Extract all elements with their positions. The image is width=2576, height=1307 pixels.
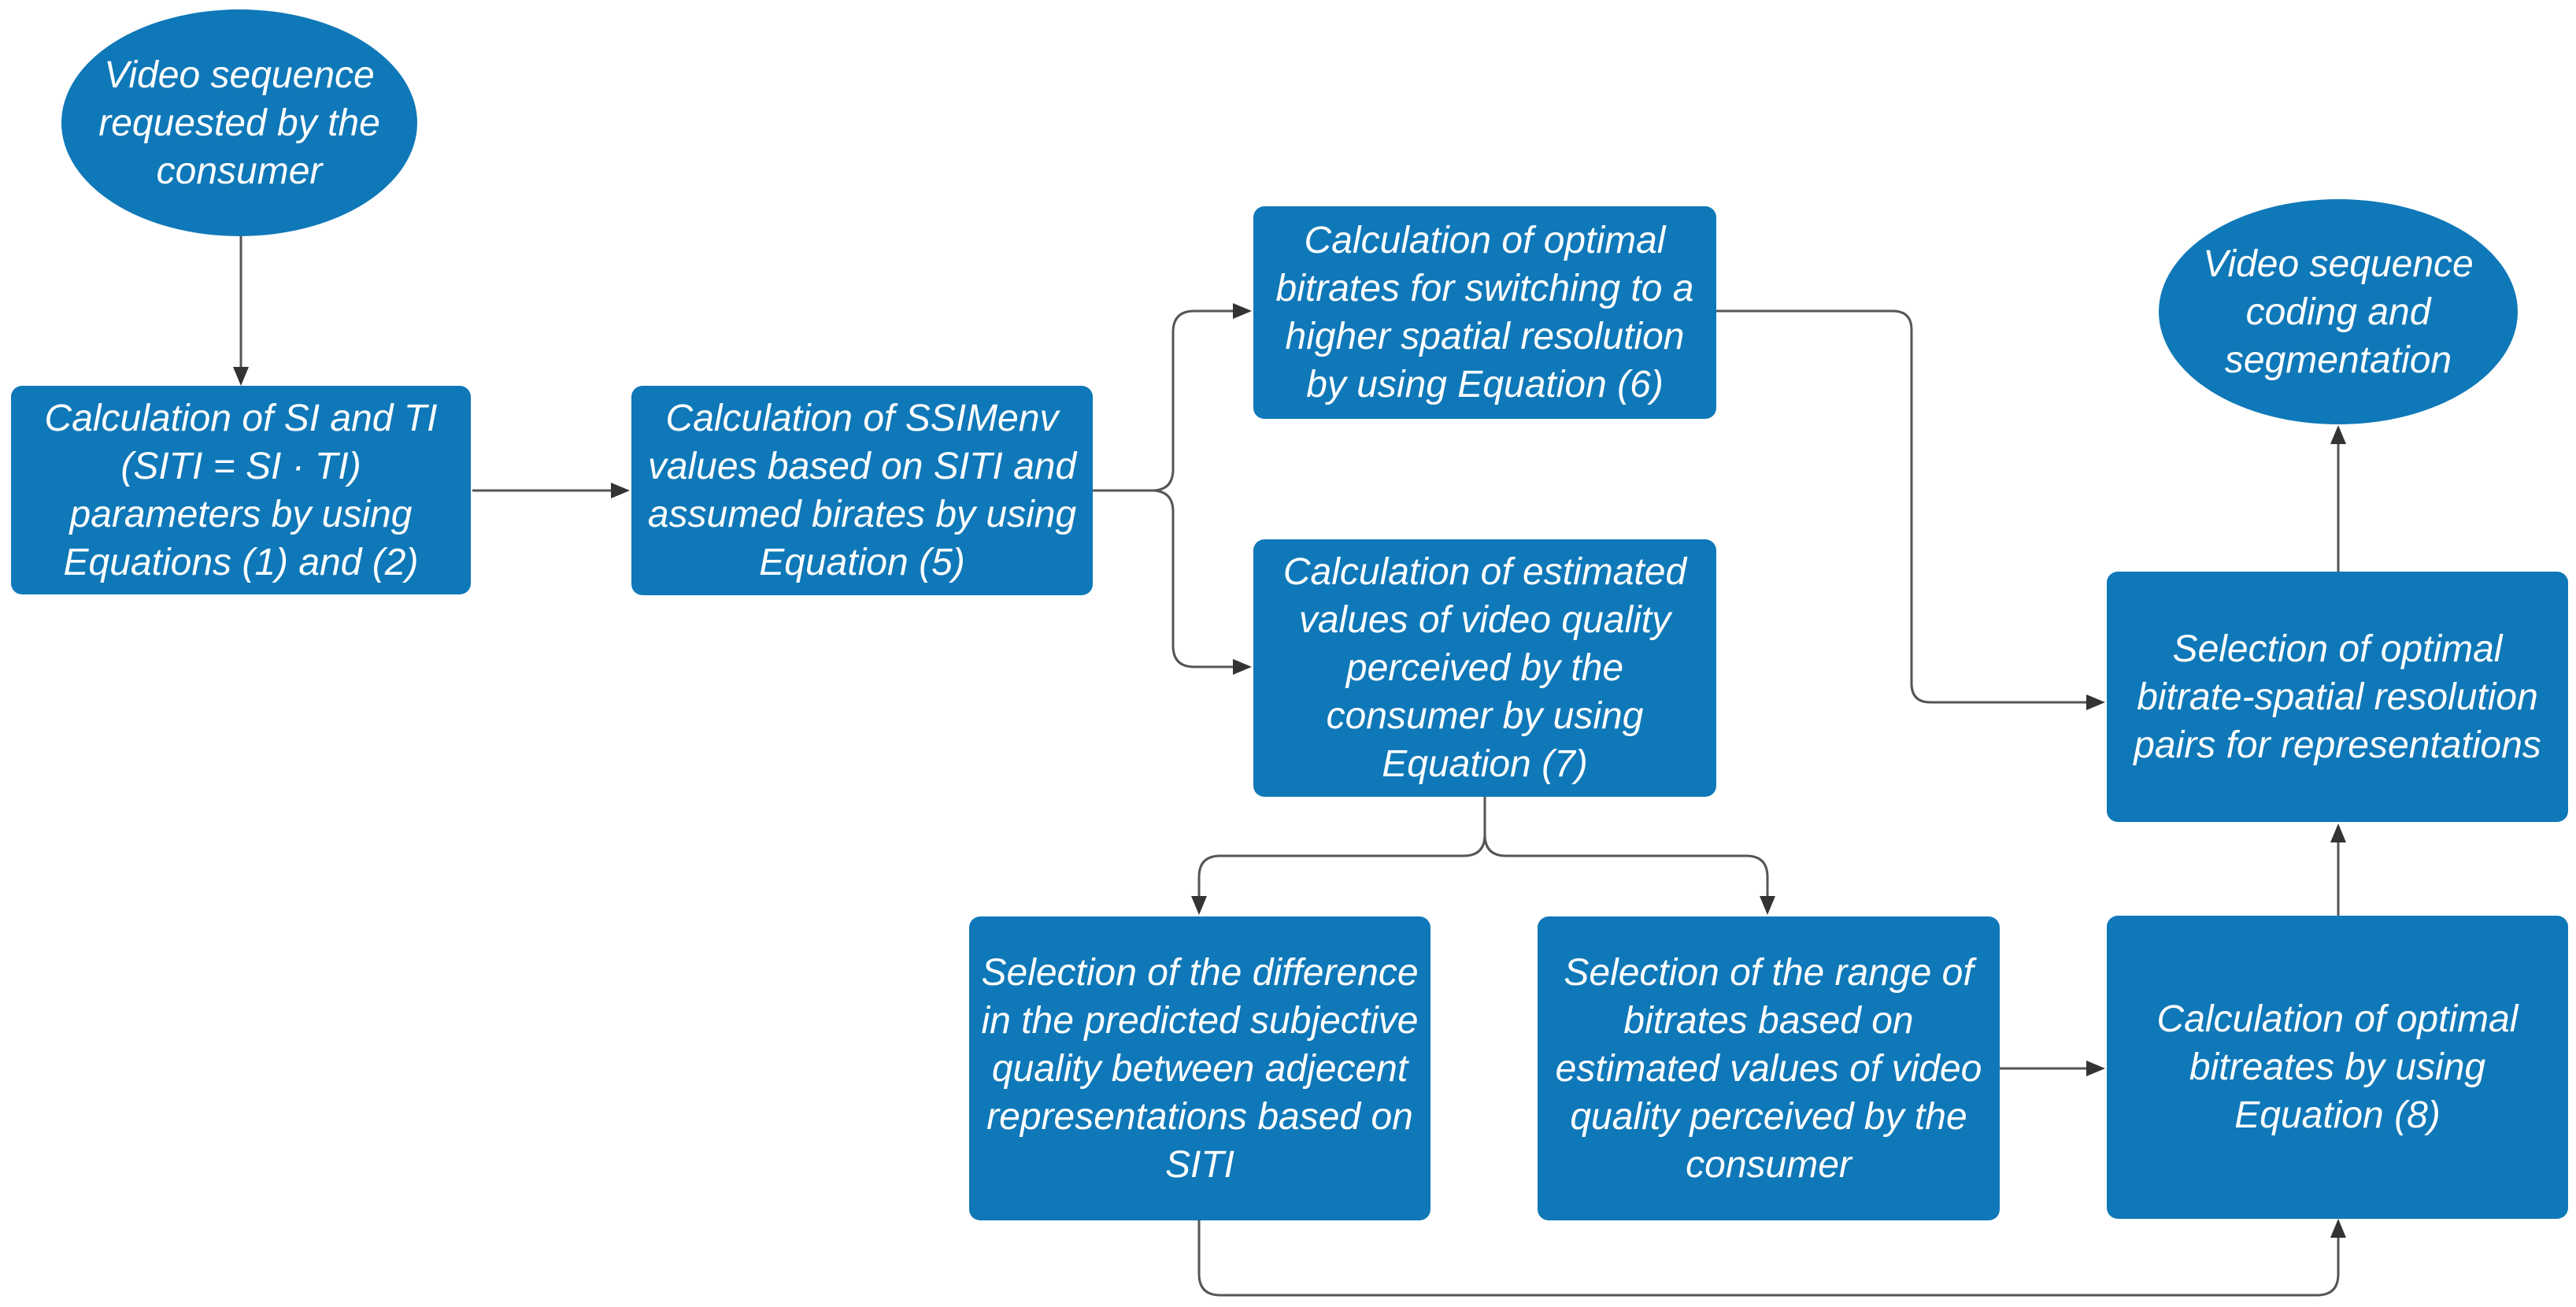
connector-ssimenv-to-estimated-quality (1151, 489, 1234, 668)
node-end-text: Video sequence coding and segmentation (2203, 243, 2474, 381)
node-start-text: Video sequence requested by the consumer (98, 54, 380, 192)
node-pairs: Selection of optimal bitrate-spatial res… (2107, 572, 2568, 822)
node-estimated-quality-text: Calculation of estimated values of video… (1282, 551, 1687, 785)
node-ssimenv-text: Calculation of SSIMenv values based on S… (647, 398, 1077, 583)
connector-estimated-quality-to-range (1483, 834, 1769, 898)
arrowhead-pairs-left (2086, 694, 2105, 710)
arrowhead-difference (1191, 896, 1207, 915)
arrowhead-optimal-bitrates-left (2086, 1061, 2105, 1076)
connector-ssimenv-to-optimal-switch (1093, 309, 1234, 492)
node-pairs-text: Selection of optimal bitrate-spatial res… (2134, 628, 2541, 766)
arrowhead-optimal-bitrates-bottom (2330, 1219, 2346, 1238)
node-end: Video sequence coding and segmentation (2159, 199, 2518, 424)
arrowhead-estimated-quality (1233, 659, 1252, 675)
node-range-text: Selection of the range of bitrates based… (1555, 951, 1982, 1186)
node-optimal-switch: Calculation of optimal bitrates for swit… (1253, 206, 1716, 419)
node-optimal-bitrates: Calculation of optimal bitreates by usin… (2107, 916, 2568, 1219)
node-si-ti: Calculation of SI and TI (SITI = SI · TI… (11, 386, 471, 594)
node-optimal-bitrates-text: Calculation of optimal bitreates by usin… (2156, 998, 2519, 1136)
arrowhead-range (1760, 896, 1775, 915)
node-estimated-quality: Calculation of estimated values of video… (1253, 539, 1716, 797)
node-start: Video sequence requested by the consumer (61, 9, 417, 236)
arrowhead-ssimenv (611, 483, 630, 498)
node-optimal-switch-text: Calculation of optimal bitrates for swit… (1275, 220, 1694, 405)
connector-difference-to-optimal-bitrates (1197, 1220, 2340, 1297)
arrowhead-pairs-bottom (2330, 824, 2346, 842)
connector-optimal-switch-to-pairs (1716, 309, 2088, 704)
arrowhead-optimal-switch (1233, 303, 1252, 319)
arrowhead-siti (233, 367, 249, 386)
node-si-ti-text: Calculation of SI and TI (SITI = SI · TI… (44, 397, 438, 583)
node-ssimenv: Calculation of SSIMenv values based on S… (631, 386, 1093, 595)
node-range: Selection of the range of bitrates based… (1538, 916, 2000, 1220)
node-difference-text: Selection of the difference in the predi… (981, 951, 1419, 1186)
node-difference: Selection of the difference in the predi… (969, 916, 1430, 1220)
connector-estimated-quality-split (1197, 797, 1486, 898)
arrowhead-end (2330, 425, 2346, 444)
